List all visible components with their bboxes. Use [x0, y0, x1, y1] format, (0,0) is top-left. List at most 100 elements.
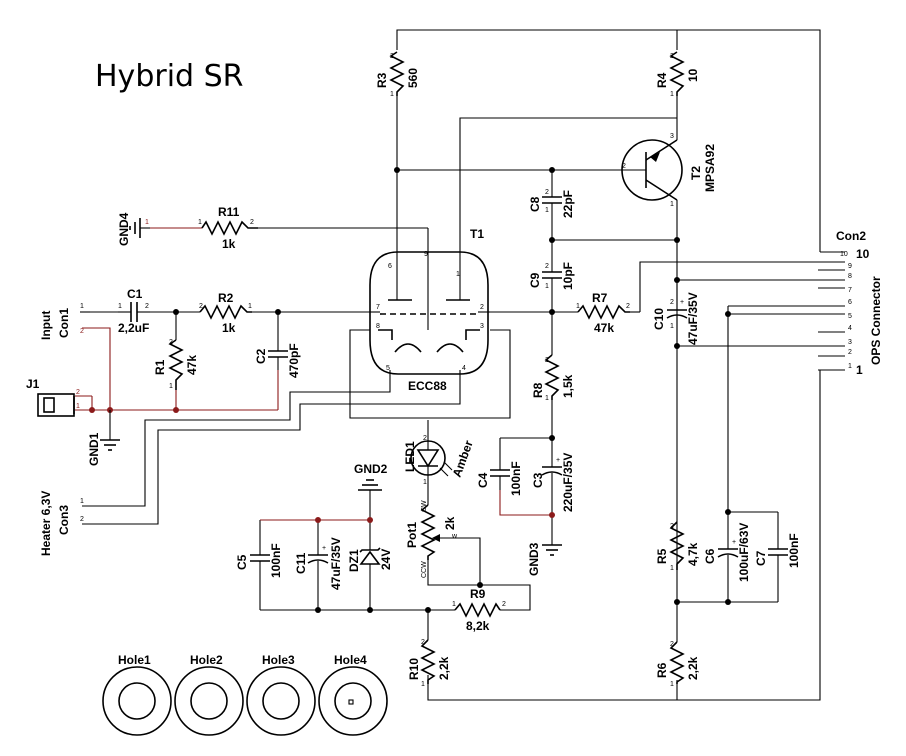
svg-text:1: 1 — [545, 207, 549, 214]
svg-text:100nF: 100nF — [509, 461, 523, 496]
svg-text:2: 2 — [670, 523, 674, 530]
svg-text:w: w — [451, 533, 458, 540]
svg-text:R8: R8 — [531, 382, 545, 398]
svg-text:Pot1: Pot1 — [405, 522, 419, 548]
svg-text:C11: C11 — [294, 552, 308, 574]
svg-text:R4: R4 — [655, 72, 669, 88]
svg-text:2: 2 — [848, 349, 852, 356]
capacitor-c7: C7 100nF — [754, 533, 801, 568]
svg-text:2: 2 — [626, 303, 630, 310]
svg-text:8: 8 — [848, 273, 852, 280]
svg-text:4: 4 — [462, 365, 466, 372]
resistor-r5: 21 R5 4,7k — [655, 521, 700, 572]
svg-text:10: 10 — [840, 251, 848, 258]
svg-text:2: 2 — [670, 53, 674, 60]
svg-text:MPSA92: MPSA92 — [703, 144, 717, 192]
svg-text:1: 1 — [421, 681, 425, 688]
svg-text:Hole3: Hole3 — [262, 653, 295, 667]
svg-text:C7: C7 — [754, 550, 768, 566]
ground-gnd2: GND2 — [354, 462, 388, 491]
capacitor-c3: + C3 220uF/35V — [531, 453, 575, 512]
potentiometer-pot1: CW CCW w Pot1 2k — [405, 500, 458, 578]
svg-text:GND3: GND3 — [527, 542, 541, 576]
capacitor-c8: 21 C8 22pF — [528, 188, 575, 218]
svg-text:8,2k: 8,2k — [466, 619, 490, 633]
capacitor-c9: 21 C9 10pF — [528, 262, 575, 290]
svg-text:Con2: Con2 — [836, 229, 866, 243]
svg-text:Hole1: Hole1 — [118, 653, 151, 667]
svg-text:47k: 47k — [185, 355, 199, 375]
hole-4: Hole4 — [318, 653, 388, 736]
svg-text:1: 1 — [848, 363, 852, 370]
svg-text:1: 1 — [670, 565, 674, 572]
svg-text:1: 1 — [670, 201, 674, 208]
transistor-t2: 2 3 1 T2 MPSA92 — [621, 133, 717, 208]
svg-text:3: 3 — [480, 323, 484, 330]
zener-dz1: DZ1 24V — [347, 546, 393, 572]
svg-text:6: 6 — [848, 299, 852, 306]
resistor-r3: 21 R3 560 — [375, 51, 420, 98]
svg-text:1: 1 — [545, 395, 549, 402]
svg-text:1: 1 — [545, 283, 549, 290]
svg-text:24V: 24V — [379, 549, 393, 570]
svg-text:1: 1 — [80, 303, 84, 310]
svg-text:2: 2 — [80, 516, 84, 523]
svg-text:R11: R11 — [218, 205, 240, 219]
svg-text:OPS Connector: OPS Connector — [869, 276, 883, 365]
capacitor-c4: C4 100nF — [476, 460, 523, 496]
svg-text:1: 1 — [456, 271, 460, 278]
svg-text:10: 10 — [686, 68, 700, 82]
svg-text:R3: R3 — [375, 72, 389, 88]
svg-text:10: 10 — [856, 247, 870, 261]
resistor-r4: 21 R4 10 — [655, 51, 700, 98]
hole-1: Hole1 — [102, 653, 172, 736]
svg-text:C2: C2 — [254, 348, 268, 364]
svg-text:+: + — [556, 457, 560, 464]
svg-text:47uF/35V: 47uF/35V — [329, 537, 343, 590]
svg-text:Input: Input — [39, 311, 53, 340]
svg-text:47uF/35V: 47uF/35V — [686, 292, 700, 345]
svg-text:C1: C1 — [127, 287, 143, 301]
ground-gnd3: GND3 — [527, 542, 562, 576]
svg-text:2: 2 — [670, 641, 674, 648]
svg-text:1: 1 — [76, 403, 80, 410]
svg-text:R1: R1 — [153, 359, 167, 375]
capacitor-c5: C5 100nF — [235, 543, 283, 578]
svg-text:1: 1 — [118, 303, 122, 310]
capacitor-c6: + C6 100uF/63V — [703, 523, 751, 582]
svg-text:1: 1 — [169, 383, 173, 390]
svg-text:1: 1 — [856, 363, 863, 377]
svg-text:9: 9 — [848, 263, 852, 270]
svg-text:R5: R5 — [655, 548, 669, 564]
svg-text:2: 2 — [199, 303, 203, 310]
svg-text:2: 2 — [421, 639, 425, 646]
svg-text:C3: C3 — [531, 472, 545, 488]
svg-text:2,2k: 2,2k — [686, 656, 700, 680]
svg-text:LED1: LED1 — [403, 441, 417, 472]
svg-text:2: 2 — [390, 53, 394, 60]
svg-text:1,5k: 1,5k — [561, 374, 575, 398]
svg-text:2,2uF: 2,2uF — [118, 321, 149, 335]
svg-text:100nF: 100nF — [787, 533, 801, 568]
resistor-r6: 21 R6 2,2k — [655, 641, 700, 688]
svg-text:7: 7 — [376, 304, 380, 311]
svg-text:100uF/63V: 100uF/63V — [737, 523, 751, 582]
svg-text:4: 4 — [848, 325, 852, 332]
junctions — [89, 167, 731, 613]
svg-text:2: 2 — [545, 263, 549, 270]
svg-text:1: 1 — [452, 601, 456, 608]
wires — [80, 29, 845, 701]
svg-text:2: 2 — [545, 189, 549, 196]
svg-text:R10: R10 — [407, 658, 421, 680]
tube-t1: 6 9 1 7 2 8 3 5 4 T1 ECC88 — [369, 227, 490, 393]
svg-text:2: 2 — [169, 339, 173, 346]
svg-text:2: 2 — [480, 304, 484, 311]
svg-text:R9: R9 — [470, 587, 486, 601]
connector-con1: 1 2 Con1 Input — [39, 303, 90, 340]
connector-con2: Con2 10 9 8 7 6 5 4 3 2 1 10 1 OPS Conne… — [836, 229, 883, 377]
svg-text:100nF: 100nF — [269, 543, 283, 578]
svg-text:1k: 1k — [222, 237, 236, 251]
